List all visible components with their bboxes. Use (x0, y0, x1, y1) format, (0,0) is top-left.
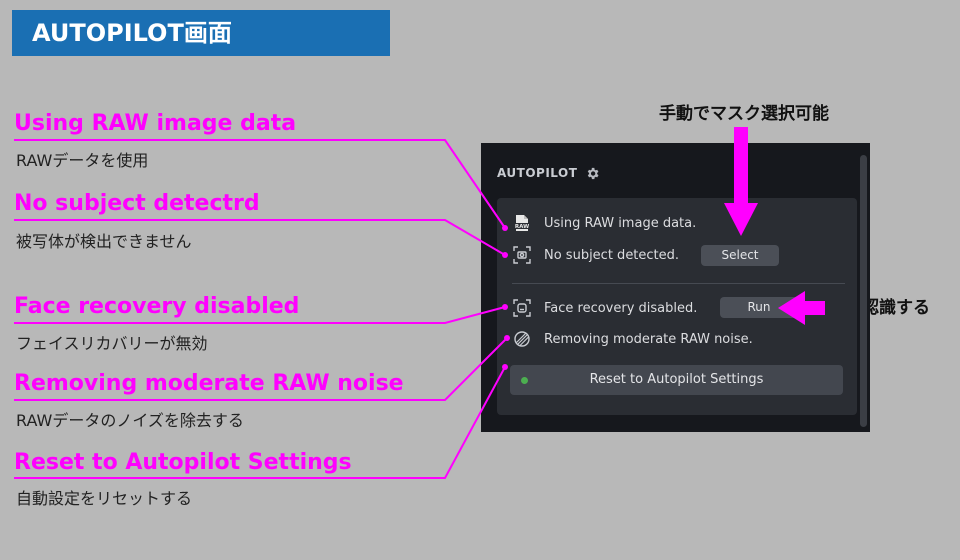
annotation-subject-en: No subject detectrd (14, 191, 260, 216)
row-noise-text: Removing moderate RAW noise. (544, 331, 753, 347)
noise-reduction-icon (513, 330, 531, 348)
panel-divider (512, 283, 845, 284)
face-frame-icon (513, 299, 531, 317)
callout-select: 手動でマスク選択可能 (659, 104, 829, 124)
annotation-subject-jp: 被写体が検出できません (16, 232, 192, 251)
panel-header: AUTOPILOT (497, 163, 600, 183)
status-dot (521, 377, 528, 384)
reset-autopilot-button[interactable]: Reset to Autopilot Settings (510, 365, 843, 395)
annotation-face-en: Face recovery disabled (14, 294, 300, 319)
camera-frame-icon (513, 246, 531, 264)
row-raw: RAW Using RAW image data. (513, 213, 696, 233)
annotation-noise-jp: RAWデータのノイズを除去する (16, 411, 244, 430)
panel-header-label: AUTOPILOT (497, 166, 578, 180)
row-subject-text: No subject detected. (544, 247, 680, 263)
row-subject: No subject detected. (513, 245, 679, 265)
reset-button-label: Reset to Autopilot Settings (589, 372, 764, 387)
annotation-raw-en: Using RAW image data (14, 111, 297, 136)
select-button[interactable]: Select (701, 245, 779, 266)
page-title: AUTOPILOT画面 (12, 10, 390, 56)
raw-file-icon: RAW (513, 214, 531, 232)
svg-text:RAW: RAW (515, 224, 529, 230)
annotation-face-jp: フェイスリカバリーが無効 (16, 334, 208, 353)
row-face-text: Face recovery disabled. (544, 300, 698, 316)
annotation-raw-jp: RAWデータを使用 (16, 151, 149, 170)
row-noise: Removing moderate RAW noise. (513, 329, 753, 349)
run-button[interactable]: Run (720, 297, 798, 318)
row-raw-text: Using RAW image data. (544, 215, 697, 231)
annotation-noise-en: Removing moderate RAW noise (14, 371, 404, 396)
gear-icon[interactable] (585, 166, 600, 181)
panel-scrollbar[interactable] (860, 155, 867, 427)
annotation-reset-en: Reset to Autopilot Settings (14, 450, 352, 475)
row-face: Face recovery disabled. (513, 298, 697, 318)
annotation-reset-jp: 自動設定をリセットする (16, 489, 193, 508)
